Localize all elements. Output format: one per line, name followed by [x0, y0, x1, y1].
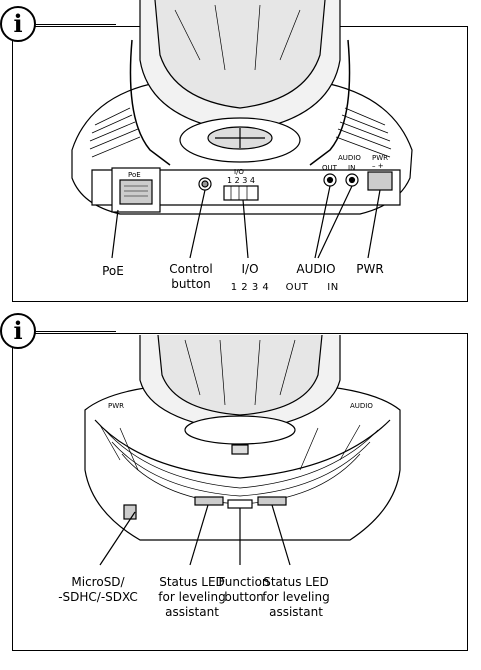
poe-port	[120, 180, 152, 204]
io-terminal	[224, 186, 258, 200]
label-audio: AUDIO	[288, 262, 344, 277]
device-mark-io-pins: 1 2 3 4	[227, 176, 255, 185]
label-microsd: MicroSD/-SDHC/-SDXC	[48, 575, 148, 605]
camera-front-drawing	[85, 335, 400, 565]
microsd-slot	[124, 505, 136, 519]
label-poe: PoE	[88, 264, 138, 279]
status-led-left-shape	[195, 497, 223, 505]
label-io: I/O	[228, 262, 272, 277]
device-mark-out: OUT	[322, 164, 338, 172]
device-mark-pwr: PWR	[372, 154, 388, 162]
device-mark-in: IN	[348, 164, 355, 172]
device-mark-pwr-front: PWR	[108, 402, 124, 410]
pwr-connector	[368, 172, 392, 190]
label-io-pins: 1 2 3 4	[222, 280, 278, 295]
device-mark-poe: PoE	[128, 171, 141, 179]
device-mark-audio: AUDIO	[338, 154, 361, 162]
function-button-shape	[228, 500, 252, 508]
label-audio-out: OUT	[282, 280, 312, 295]
device-mark-audio-front: AUDIO	[350, 402, 373, 410]
device-mark-polarity: – +	[372, 162, 384, 170]
device-mark-io: I/O	[234, 168, 244, 176]
status-led-right-shape	[258, 497, 286, 505]
label-audio-in: IN	[322, 280, 344, 295]
leader-poe	[112, 210, 118, 258]
label-pwr: PWR	[348, 262, 392, 277]
